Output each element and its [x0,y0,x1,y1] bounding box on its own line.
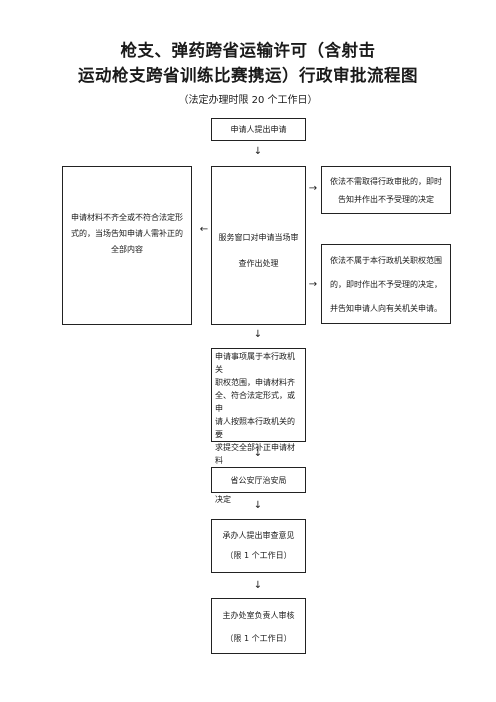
node-provincial-security-bureau-text: 省公安厅治安局 [230,476,287,485]
arrow-right-window-no-permit: → [308,183,318,194]
node-apply-text: 申请人提出申请 [230,125,287,134]
node-handler-review-text: 承办人提出审查意见 （限 1 个工作日） [222,531,295,560]
arrow-right-window-out-of-scope: → [308,279,318,290]
node-provincial-security-bureau: 省公安厅治安局 [211,467,306,493]
arrow-down-handler-head: ↓ [253,580,263,591]
page-title-line-2: 运动枪支跨省训练比赛携运）行政审批流程图 [78,66,418,85]
node-service-window-text: 服务窗口对申请当场审 查作出处理 [218,233,299,268]
page-subtitle: （法定办理时限 20 个工作日） [178,95,318,106]
node-division-head-review: 主办处室负责人审核 （限 1 个工作日） [211,598,306,654]
arrow-down-bureau-handler: ↓ [253,500,263,511]
page-title-line-1: 枪支、弹药跨省运输许可（含射击 [120,41,376,60]
arrow-down-window-accept: ↓ [253,329,263,340]
node-incomplete-materials-text: 申请材料不齐全或不符合法定形 式的，当场告知申请人需补正的 全部内容 [71,213,183,254]
arrow-down-apply-window: ↓ [253,146,263,157]
node-service-window: 服务窗口对申请当场审 查作出处理 [211,166,306,325]
node-division-head-review-text: 主办处室负责人审核 （限 1 个工作日） [222,611,295,643]
node-no-permit-required: 依法不需取得行政审批的，即时 告知并作出不予受理的决定 [321,166,451,214]
node-apply: 申请人提出申请 [211,118,306,141]
node-no-permit-required-text: 依法不需取得行政审批的，即时 告知并作出不予受理的决定 [330,177,442,204]
node-handler-review: 承办人提出审查意见 （限 1 个工作日） [211,519,306,573]
arrow-left-window-incomplete: ← [199,224,209,235]
arrow-down-accept-bureau: ↓ [253,448,263,459]
node-incomplete-materials: 申请材料不齐全或不符合法定形 式的，当场告知申请人需补正的 全部内容 [62,166,192,325]
node-out-of-scope: 依法不属于本行政机关职权范围 的，即时作出不予受理的决定， 并告知申请人向有关机… [321,244,451,324]
node-out-of-scope-text: 依法不属于本行政机关职权范围 的，即时作出不予受理的决定， 并告知申请人向有关机… [330,256,442,313]
node-accept: 申请事项属于本行政机关 职权范围，申请材料齐 全、符合法定形式，或申 请人按照本… [211,348,306,504]
